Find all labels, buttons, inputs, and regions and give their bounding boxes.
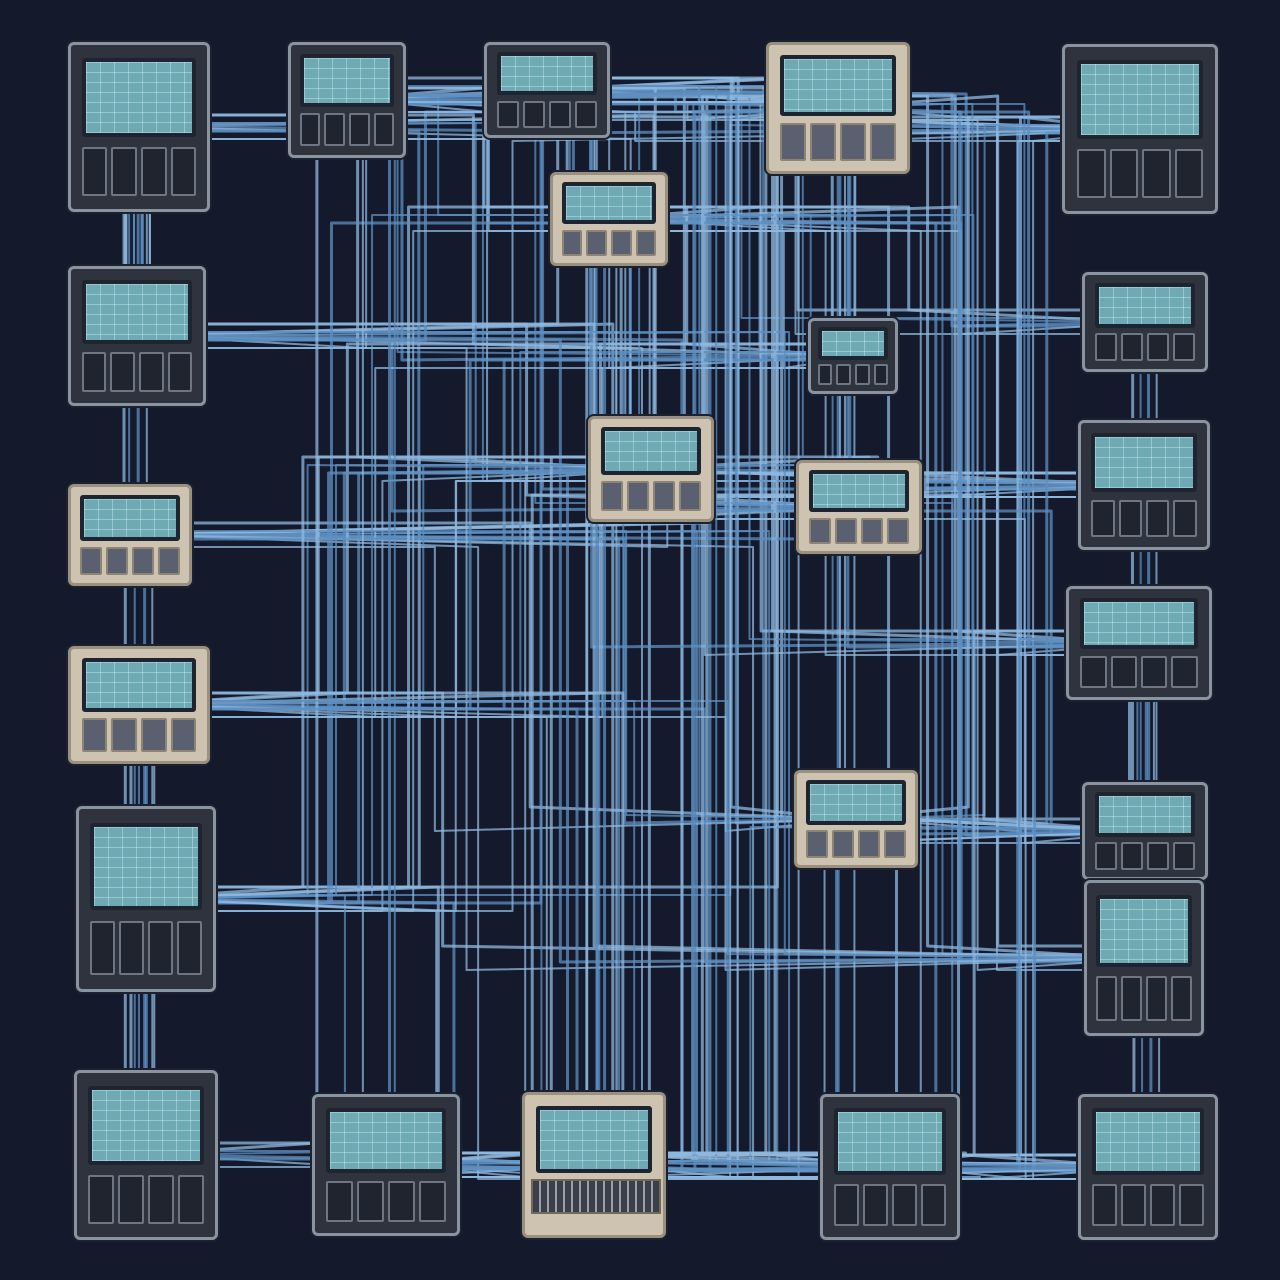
terminal-screen — [833, 1108, 947, 1176]
terminal-screen — [89, 823, 203, 910]
computer-terminal — [1082, 272, 1208, 372]
control-panel — [81, 718, 197, 753]
control-panel — [88, 1174, 204, 1224]
control-panel — [780, 123, 896, 161]
terminal-screen — [808, 470, 910, 513]
terminal-screen — [536, 1106, 652, 1174]
computer-terminal — [68, 266, 206, 406]
computer-terminal — [808, 318, 898, 394]
keyboard — [530, 1179, 662, 1214]
computer-terminal — [796, 460, 922, 554]
control-panel — [833, 1183, 947, 1226]
terminal-screen — [81, 657, 197, 712]
computer-terminal — [68, 484, 192, 586]
computer-terminal — [820, 1094, 960, 1240]
terminal-screen — [1091, 1108, 1205, 1176]
control-panel — [817, 364, 889, 386]
terminal-screen — [496, 52, 598, 96]
control-panel — [496, 100, 598, 128]
control-panel — [1094, 333, 1196, 362]
terminal-screen — [780, 55, 896, 116]
control-panel — [80, 546, 180, 576]
terminal-screen — [600, 427, 702, 475]
terminal-screen — [1096, 895, 1192, 967]
terminal-screen — [81, 58, 197, 137]
control-panel — [1077, 148, 1203, 198]
control-panel — [299, 113, 395, 147]
computer-terminal — [1066, 586, 1212, 700]
computer-terminal — [1084, 880, 1204, 1036]
terminal-screen — [299, 53, 395, 107]
terminal-screen — [561, 182, 657, 225]
computer-terminal — [1062, 44, 1218, 214]
computer-terminal — [68, 646, 210, 764]
terminal-screen — [81, 279, 193, 345]
control-panel — [1091, 1183, 1205, 1226]
terminal-screen — [1094, 792, 1196, 837]
terminal-screen — [1077, 60, 1203, 139]
computer-terminal — [288, 42, 406, 158]
computer-terminal — [1078, 420, 1210, 550]
terminal-screen — [88, 1086, 204, 1165]
control-panel — [1096, 976, 1192, 1021]
terminal-screen — [806, 780, 906, 825]
computer-terminal — [68, 42, 210, 212]
computer-terminal — [76, 806, 216, 992]
computer-terminal — [312, 1094, 460, 1236]
control-panel — [326, 1181, 446, 1223]
control-panel — [1094, 842, 1196, 870]
computer-terminal — [588, 416, 714, 522]
control-panel — [600, 481, 702, 511]
computer-terminal — [766, 42, 910, 174]
control-panel — [806, 830, 906, 858]
control-panel — [1091, 499, 1197, 538]
terminal-screen — [1094, 282, 1196, 328]
computer-terminal — [1082, 782, 1208, 880]
control-panel — [561, 229, 657, 256]
terminal-screen — [1091, 432, 1197, 493]
control-panel — [81, 146, 197, 196]
computer-terminal — [1078, 1094, 1218, 1240]
control-panel — [81, 352, 193, 393]
computer-terminal — [484, 42, 610, 138]
terminal-screen — [80, 494, 180, 541]
terminal-screen — [1080, 597, 1198, 650]
control-panel — [89, 920, 203, 975]
computer-terminal — [74, 1070, 218, 1240]
computer-terminal — [522, 1092, 666, 1238]
terminal-screen — [817, 326, 889, 361]
control-panel — [808, 517, 910, 544]
control-panel — [1080, 655, 1198, 689]
computer-terminal — [794, 770, 918, 868]
computer-terminal — [550, 172, 668, 266]
terminal-screen — [326, 1107, 446, 1174]
